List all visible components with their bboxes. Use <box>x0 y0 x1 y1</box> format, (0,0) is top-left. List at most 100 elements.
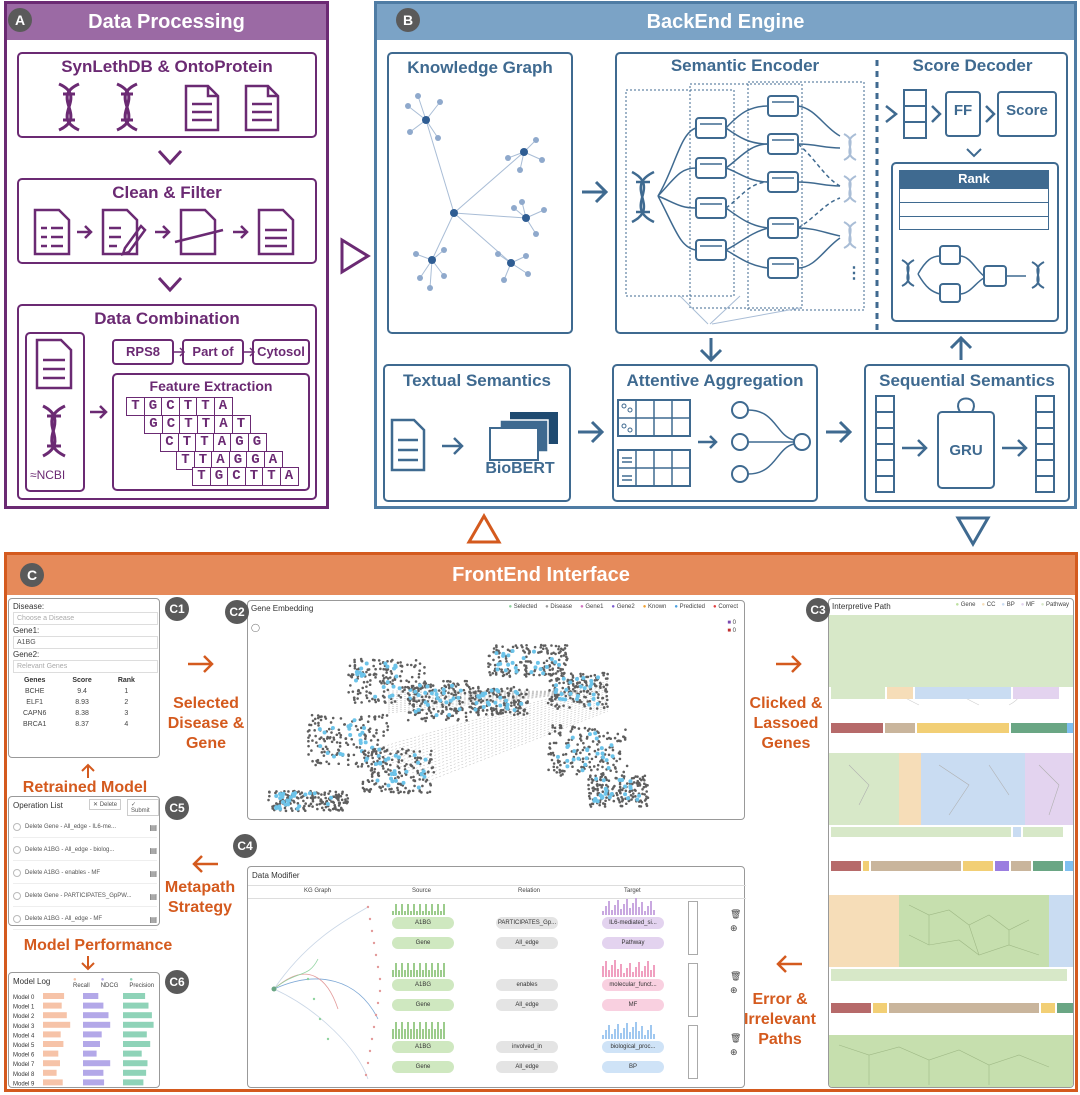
relation-node[interactable]: PARTICIPATES_Gp... <box>496 917 558 929</box>
timeline-slider[interactable] <box>688 901 698 955</box>
predicted-point <box>604 758 609 763</box>
predicted-point <box>330 725 335 730</box>
source-type-node[interactable]: Gene <box>392 1061 454 1073</box>
checkbox[interactable] <box>13 915 21 923</box>
target-type-node[interactable]: MF <box>602 999 664 1011</box>
col-relation: Relation <box>518 888 541 894</box>
delete-icon[interactable]: 🗑 <box>730 909 742 919</box>
predicted-point <box>607 795 612 800</box>
relation-type-node[interactable]: All_edge <box>496 1061 558 1073</box>
predicted-point <box>557 662 562 667</box>
relation-type-node[interactable]: All_edge <box>496 937 558 949</box>
embedding-point <box>426 770 430 774</box>
gene2-select[interactable]: Relevant Genes <box>13 660 158 673</box>
embedding-point <box>579 690 583 693</box>
target-type-node[interactable]: Pathway <box>602 937 664 949</box>
data-modifier-header: KG Graph Source Relation Target <box>248 885 746 899</box>
checkbox[interactable] <box>13 892 21 900</box>
document-icon[interactable]: ▤ <box>149 845 157 855</box>
embedding-point <box>562 671 566 675</box>
predicted-point <box>274 793 279 798</box>
nucleotide-cell: T <box>126 397 145 416</box>
target-node[interactable]: biological_proc... <box>602 1041 664 1053</box>
embedding-point <box>581 748 585 752</box>
document-icon[interactable]: ▤ <box>149 868 157 878</box>
delete-icon[interactable]: 🗑 <box>730 971 742 981</box>
checkbox[interactable] <box>13 869 21 877</box>
embedding-point <box>614 776 618 780</box>
disease-select[interactable]: Choose a Disease <box>13 612 158 625</box>
timeline-slider[interactable] <box>688 963 698 1017</box>
source-type-node[interactable]: Gene <box>392 999 454 1011</box>
embedding-point <box>504 710 507 714</box>
embedding-point <box>602 734 605 738</box>
embedding-point <box>373 698 377 702</box>
embedding-point <box>550 652 553 656</box>
predicted-point <box>322 730 327 735</box>
embedding-point <box>602 773 605 776</box>
relation-node[interactable]: enables <box>496 979 558 991</box>
source-node[interactable]: A1BG <box>392 979 454 991</box>
legend-item: ● MF <box>1020 602 1035 608</box>
document-icon[interactable]: ▤ <box>149 822 157 832</box>
lasso-icon[interactable]: ◯ <box>251 623 260 632</box>
embedding-point <box>309 802 313 806</box>
kg-graph-arcs[interactable] <box>248 899 388 1087</box>
embedding-point <box>371 756 375 760</box>
embedding-point <box>514 706 518 709</box>
delete-icon[interactable]: 🗑 <box>730 1033 742 1043</box>
embedding-point <box>568 706 571 709</box>
operation-item[interactable]: Delete Gene - All_edge - IL6-me...▤ <box>13 817 157 838</box>
target-node[interactable]: IL6-mediated_si... <box>602 917 664 929</box>
embedding-point <box>389 790 393 794</box>
embedding-point <box>311 800 315 803</box>
embedding-point <box>579 674 583 678</box>
operation-item[interactable]: Delete A1BG - All_edge - biolog...▤ <box>13 840 157 861</box>
source-node[interactable]: A1BG <box>392 917 454 929</box>
embedding-point <box>574 684 578 688</box>
document-icon[interactable]: ▤ <box>149 914 157 924</box>
gene1-select[interactable]: A1BG <box>13 636 158 649</box>
embedding-scatter[interactable] <box>248 601 746 821</box>
operation-item[interactable]: Delete Gene - PARTICIPATES_GpPW...▤ <box>13 886 157 907</box>
model-label: Model 8 <box>13 1072 35 1078</box>
table-header-row: Genes Score Rank <box>15 675 143 686</box>
modifier-row[interactable]: 🗑 ⊕ A1BG Gene PARTICIPATES_Gp... All_edge IL6-… <box>388 898 744 959</box>
submit-button[interactable]: ✓ Submit <box>127 799 159 816</box>
predicted-point <box>538 667 543 672</box>
interpretive-path-sankey[interactable] <box>829 615 1074 1088</box>
embedding-point <box>454 707 458 710</box>
source-type-node[interactable]: Gene <box>392 937 454 949</box>
add-icon[interactable]: ⊕ <box>730 985 738 995</box>
embedding-point <box>358 746 362 749</box>
embedding-point <box>595 690 598 694</box>
checkbox[interactable] <box>13 823 21 831</box>
embedding-point <box>388 676 392 679</box>
timeline-slider[interactable] <box>688 1025 698 1079</box>
add-icon[interactable]: ⊕ <box>730 1047 738 1057</box>
knowledge-graph-title: Knowledge Graph <box>407 58 553 77</box>
operation-item[interactable]: Delete A1BG - All_edge - MF▤ <box>13 909 157 930</box>
embedding-point <box>372 664 375 668</box>
document-icon[interactable]: ▤ <box>149 891 157 901</box>
relation-node[interactable]: involved_in <box>496 1041 558 1053</box>
predicted-point <box>329 795 334 800</box>
embedding-point <box>372 734 375 738</box>
cut-document-icon <box>174 208 224 256</box>
source-node[interactable]: A1BG <box>392 1041 454 1053</box>
delete-button[interactable]: ✕ Delete <box>89 799 122 810</box>
checkbox[interactable] <box>13 846 21 854</box>
operation-item[interactable]: Delete A1BG - enables - MF▤ <box>13 863 157 884</box>
target-type-node[interactable]: BP <box>602 1061 664 1073</box>
add-icon[interactable]: ⊕ <box>730 923 738 933</box>
target-node[interactable]: molecular_funct... <box>602 979 664 991</box>
divider-dashed <box>875 60 879 330</box>
relation-type-node[interactable]: All_edge <box>496 999 558 1011</box>
